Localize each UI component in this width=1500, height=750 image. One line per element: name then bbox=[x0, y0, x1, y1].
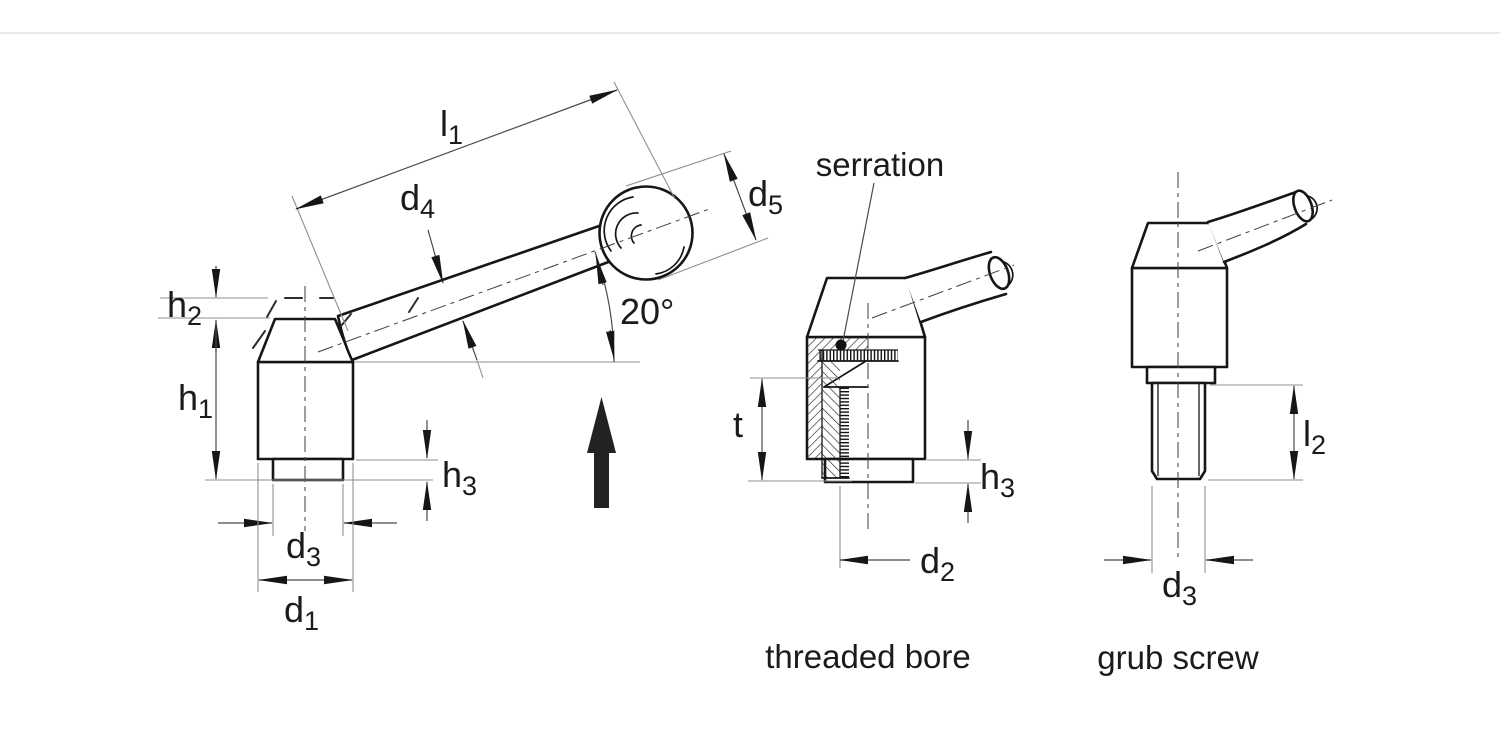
hub-cap bbox=[805, 276, 927, 339]
d5-label: d5 bbox=[748, 173, 783, 220]
dim-t: t bbox=[733, 377, 852, 482]
serration-dot bbox=[835, 339, 847, 351]
dim-d1: d1 bbox=[257, 463, 354, 636]
lever-ball-knob bbox=[598, 185, 694, 281]
stub-centerline bbox=[1197, 199, 1333, 252]
l1-extension-left bbox=[291, 195, 349, 332]
d5-extension-top bbox=[625, 150, 732, 187]
handle-stub-end-arc bbox=[1307, 195, 1318, 221]
serration-leader bbox=[842, 182, 875, 342]
dim-h3-bore: h3 bbox=[915, 420, 1015, 523]
dim-angle-20: 20° bbox=[354, 251, 674, 363]
stub-centerline bbox=[871, 264, 1015, 319]
section-hatching-bushing bbox=[822, 361, 840, 478]
h3-label: h3 bbox=[442, 454, 477, 501]
dim-h2: h2 bbox=[158, 266, 270, 352]
dim-d2: d2 bbox=[839, 486, 955, 587]
dim-d3-main: d3 bbox=[218, 484, 397, 572]
hub-collar bbox=[1145, 365, 1217, 385]
serration-annotation: serration bbox=[816, 146, 944, 183]
lever-handle bbox=[336, 223, 613, 362]
hub-cap bbox=[1130, 221, 1229, 270]
h2-label: h2 bbox=[167, 284, 202, 331]
handle-stub-end-arc bbox=[1003, 261, 1014, 288]
phantom-position-marks bbox=[252, 297, 419, 349]
clamping-direction-arrow bbox=[587, 397, 616, 508]
l1-label: l1 bbox=[440, 103, 463, 150]
handle-stub-end-cap bbox=[1292, 189, 1314, 223]
d4-arrow-bottom bbox=[462, 320, 478, 361]
angle-arrow-top bbox=[595, 255, 607, 286]
threaded-bore-caption: threaded bore bbox=[765, 638, 971, 675]
d4-label: d4 bbox=[400, 177, 435, 224]
dim-h1: h1 bbox=[178, 320, 433, 481]
serration-band bbox=[818, 350, 898, 361]
t-label: t bbox=[733, 404, 743, 445]
handle-stub-fill bbox=[1208, 191, 1312, 262]
grub-screw-view: l2 d3 grub screw bbox=[1097, 172, 1333, 676]
handle-stub-end-cap bbox=[987, 255, 1011, 291]
d4-extension bbox=[476, 359, 484, 379]
dim-d4: d4 bbox=[400, 177, 484, 379]
d3-label: d3 bbox=[1162, 564, 1197, 611]
thread-serration bbox=[840, 386, 849, 478]
handle-centerline bbox=[317, 207, 713, 353]
ball-shading-arcs bbox=[603, 196, 685, 275]
h3-label: h3 bbox=[980, 456, 1015, 503]
handle-stub-top-edge bbox=[903, 250, 993, 280]
l2-label: l2 bbox=[1303, 413, 1326, 460]
d5-extension-bottom bbox=[657, 237, 769, 281]
d5-dimension-line bbox=[723, 153, 757, 241]
dim-d5: d5 bbox=[625, 150, 783, 281]
dim-d3-grub: d3 bbox=[1104, 486, 1253, 611]
grub-screw-caption: grub screw bbox=[1097, 639, 1259, 676]
dim-l1: l1 bbox=[291, 81, 676, 332]
angle-label: 20° bbox=[620, 291, 674, 332]
handle-stub-bottom-edge bbox=[919, 292, 1008, 324]
lever-collar bbox=[271, 457, 345, 482]
threaded-stud bbox=[1150, 381, 1207, 481]
section-hatching-outer bbox=[807, 337, 868, 459]
hub-body bbox=[1130, 266, 1229, 369]
clamp-lever-side-view: l1 d4 d5 20° h bbox=[158, 81, 783, 636]
threaded-bore-view: serration t h3 d2 threaded bore bbox=[733, 146, 1015, 675]
bore-shoulder bbox=[823, 360, 867, 388]
angle-arc bbox=[594, 251, 615, 363]
d1-label: d1 bbox=[284, 589, 319, 636]
d3-label: d3 bbox=[286, 525, 321, 572]
dim-h3-main: h3 bbox=[356, 420, 477, 521]
handle-stub-top-edge bbox=[1206, 190, 1298, 224]
d2-label: d2 bbox=[920, 540, 955, 587]
handle-stub-bottom-edge bbox=[1222, 222, 1308, 264]
h1-label: h1 bbox=[178, 377, 213, 424]
angle-arrow-bottom bbox=[606, 329, 615, 360]
l1-dimension-line bbox=[295, 89, 618, 210]
d4-arrow-top bbox=[427, 229, 444, 284]
dim-l2: l2 bbox=[1208, 384, 1326, 481]
l1-extension-right bbox=[613, 81, 676, 200]
